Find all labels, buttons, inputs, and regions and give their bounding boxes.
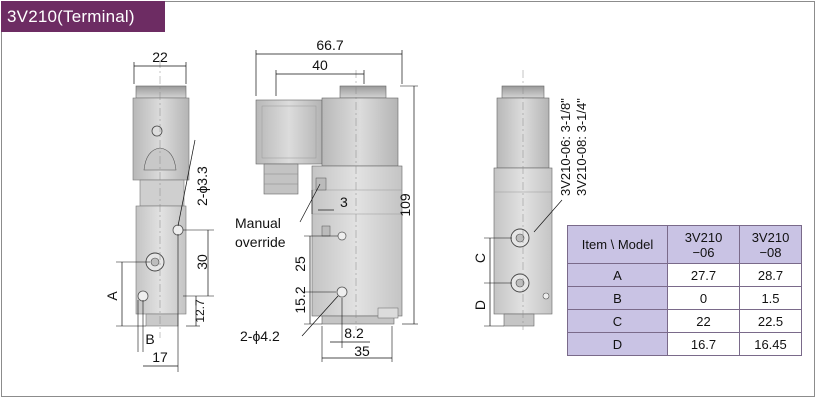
- spec-row-item: D: [567, 332, 668, 356]
- manual-override-label-2: override: [235, 234, 286, 250]
- spec-header-06: 3V210 −06: [667, 225, 740, 264]
- spec-table-header-row: Item \ Model 3V210 −06 3V210 −08: [567, 225, 802, 264]
- dim-25: 25: [292, 256, 308, 272]
- label-a: A: [104, 291, 120, 301]
- spec-row-value-06: 22: [667, 309, 740, 333]
- spec-row-item: B: [567, 286, 668, 310]
- thread-callout-08: 3V210-08: 3-1/4": [574, 98, 589, 196]
- side-view: 66.7 40 109 3 Manual override 25 15.2 2-…: [235, 37, 418, 362]
- front-base: [145, 313, 179, 327]
- spec-header-item-model: Item \ Model: [567, 225, 668, 264]
- dim-12-7: 12.7: [193, 299, 207, 323]
- label-d: D: [472, 300, 488, 310]
- label-b: B: [145, 331, 154, 347]
- side-plug: [255, 99, 323, 165]
- dim-22: 22: [152, 49, 168, 65]
- front-neck: [139, 179, 185, 207]
- dim-109: 109: [397, 193, 413, 217]
- front-coil-cap: [135, 85, 187, 99]
- end-view: 3V210-06: 3-1/8" 3V210-08: 3-1/4" C D: [472, 70, 589, 330]
- manual-override-label-1: Manual: [235, 215, 281, 231]
- dim-35: 35: [354, 343, 370, 359]
- spec-row-value-06: 27.7: [667, 263, 740, 287]
- front-view: 22 2-ϕ3.3 30 12.7 A B 17: [104, 49, 214, 372]
- thread-callout-06: 3V210-06: 3-1/8": [558, 98, 573, 196]
- spec-row-value-06: 16.7: [667, 332, 740, 356]
- side-coil-cap: [339, 85, 387, 99]
- spec-header-08-line1: 3V210: [751, 229, 790, 245]
- dim-17: 17: [152, 349, 168, 365]
- spec-header-06-line1: 3V210: [684, 229, 723, 245]
- front-hole-bottom: [137, 290, 149, 302]
- spec-row-item: C: [567, 309, 668, 333]
- spec-row-value-08: 16.45: [739, 332, 802, 356]
- drawing-title: 3V210(Terminal): [1, 1, 165, 32]
- spec-header-08-line2: −08: [759, 244, 782, 260]
- spec-row-item: A: [567, 263, 668, 287]
- dim-hole-3-3: 2-ϕ3.3: [194, 166, 210, 206]
- spec-header-06-line2: −06: [692, 244, 715, 260]
- spec-row-value-08: 28.7: [739, 263, 802, 287]
- table-row: C 22 22.5: [567, 309, 802, 333]
- dim-30: 30: [194, 254, 210, 270]
- spec-table: Item \ Model 3V210 −06 3V210 −08 A 27.7 …: [567, 225, 802, 356]
- spec-row-value-08: 22.5: [739, 309, 802, 333]
- dim-3: 3: [340, 194, 348, 210]
- spec-row-value-06: 0: [667, 286, 740, 310]
- spec-row-value-08: 1.5: [739, 286, 802, 310]
- table-row: B 0 1.5: [567, 286, 802, 310]
- table-row: D 16.7 16.45: [567, 332, 802, 356]
- side-body: [311, 165, 403, 317]
- dim-66-7: 66.7: [316, 37, 343, 53]
- side-coil: [321, 97, 399, 167]
- table-row: A 27.7 28.7: [567, 263, 802, 287]
- spec-header-08: 3V210 −08: [739, 225, 802, 264]
- label-c: C: [472, 253, 488, 263]
- front-coil-screw: [151, 125, 163, 137]
- side-gland: [263, 163, 299, 195]
- dim-hole-4-2: 2-ϕ4.2: [240, 328, 280, 344]
- dim-15-2: 15.2: [292, 286, 308, 313]
- dim-8-2: 8.2: [344, 325, 364, 341]
- front-hole-top: [172, 224, 184, 236]
- dim-40: 40: [312, 57, 328, 73]
